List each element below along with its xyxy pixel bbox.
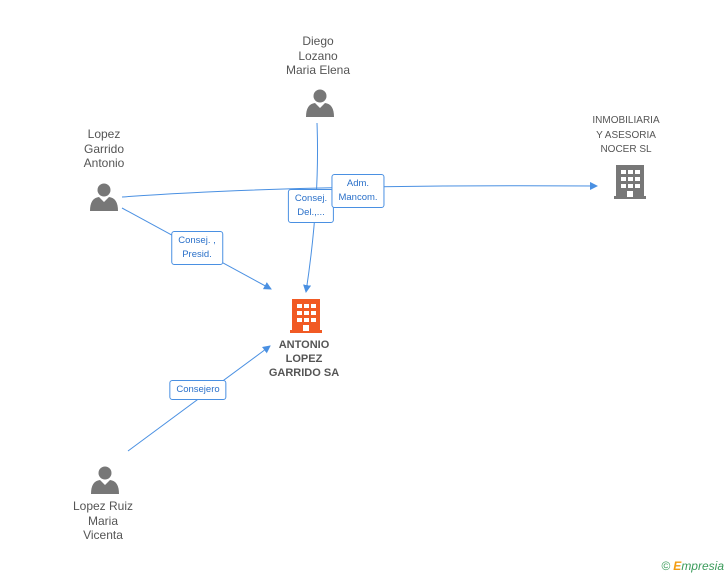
edge-label-line: Consej. , bbox=[178, 235, 216, 246]
node-label-line: Lopez bbox=[87, 127, 121, 141]
node-label-line: Maria Elena bbox=[285, 63, 351, 77]
node-label-lopez-garrido[interactable]: Lopez Garrido Antonio bbox=[84, 127, 125, 171]
edge-label-consej-del[interactable]: Consej. Del.,... bbox=[287, 189, 335, 223]
edge-label-line: Del.,... bbox=[297, 207, 325, 218]
empresia-logo[interactable]: Empresia bbox=[673, 559, 724, 573]
node-label-lopez-ruiz[interactable]: Lopez Ruiz Maria Vicenta bbox=[73, 499, 133, 543]
node-label-line: Garrido bbox=[83, 141, 125, 156]
node-label-line: Antonio bbox=[83, 156, 125, 170]
node-label-line: GARRIDO SA bbox=[268, 367, 340, 379]
edge-label-line: Adm. bbox=[346, 178, 370, 189]
node-label-line: LOPEZ bbox=[285, 353, 323, 365]
node-label-line: Lozano bbox=[298, 48, 338, 63]
main-building-icon[interactable] bbox=[290, 299, 322, 333]
brand-name: mpresia bbox=[681, 559, 724, 573]
copyright-icon: © bbox=[661, 559, 671, 573]
node-label-line: Maria bbox=[87, 513, 119, 528]
person-icon[interactable] bbox=[91, 466, 119, 495]
node-label-antonio-lopez[interactable]: ANTONIO LOPEZ GARRIDO SA bbox=[269, 338, 339, 380]
edge-label-line: Consej. bbox=[294, 193, 328, 204]
edge-label-line: Mancom. bbox=[338, 192, 378, 203]
node-label-line: Vicenta bbox=[83, 528, 123, 542]
building-icon[interactable] bbox=[614, 165, 646, 199]
person-icon[interactable] bbox=[306, 89, 334, 118]
edge-label-consej-presid[interactable]: Consej. , Presid. bbox=[171, 231, 223, 265]
brand-initial: E bbox=[673, 559, 682, 573]
edge-label-adm-mancom[interactable]: Adm. Mancom. bbox=[331, 174, 385, 208]
footer-brand: ©Empresia bbox=[661, 559, 724, 573]
node-label-line: Lopez Ruiz bbox=[72, 499, 134, 513]
edge-lopez-to-inmobiliaria bbox=[121, 181, 598, 198]
node-label-line: Y ASESORIA bbox=[596, 129, 656, 141]
node-label-line: NOCER SL bbox=[600, 144, 652, 155]
node-label-line: ANTONIO bbox=[278, 339, 330, 351]
node-label-line: Diego bbox=[302, 34, 334, 48]
edge-label-line: Presid. bbox=[182, 249, 212, 260]
edge-label-line: Consejero bbox=[176, 384, 220, 395]
node-label-diego[interactable]: Diego Lozano Maria Elena bbox=[286, 34, 350, 78]
node-label-line: INMOBILIARIA bbox=[592, 115, 660, 126]
edge-label-consejero[interactable]: Consejero bbox=[169, 380, 227, 400]
node-label-inmobiliaria[interactable]: INMOBILIARIA Y ASESORIA NOCER SL bbox=[592, 114, 659, 158]
person-icon[interactable] bbox=[90, 183, 118, 212]
